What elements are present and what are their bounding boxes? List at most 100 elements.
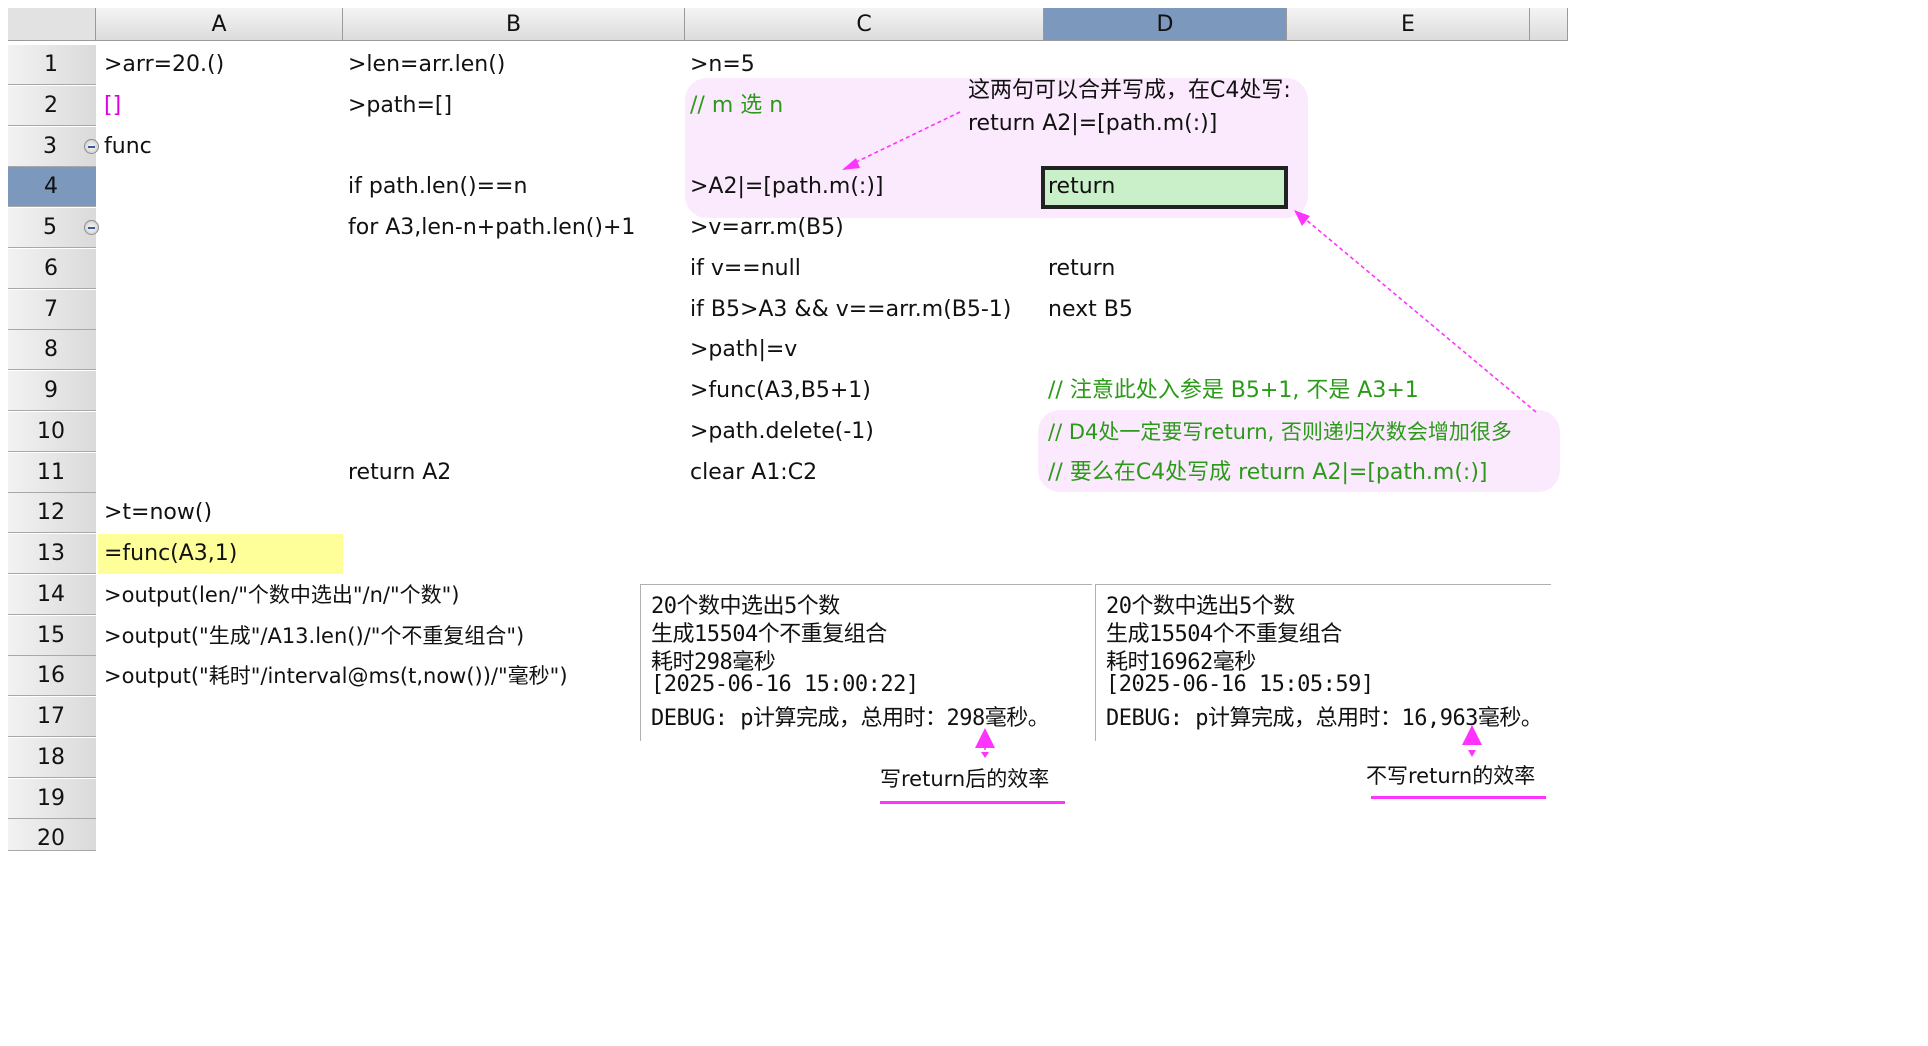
row-number: 16: [37, 663, 65, 688]
output-line: 耗时16962毫秒: [1106, 650, 1256, 675]
output-line: 20个数中选出5个数: [651, 594, 840, 619]
collapse-icon[interactable]: [84, 220, 99, 235]
column-header-e[interactable]: E: [1287, 8, 1530, 41]
output-line: 20个数中选出5个数: [1106, 594, 1295, 619]
row-header-4[interactable]: 4: [8, 167, 96, 207]
cell-a15[interactable]: >output("生成"/A13.len()/"个不重复组合"): [104, 624, 525, 648]
row-number: 19: [37, 786, 65, 811]
select-all-corner[interactable]: [8, 8, 96, 41]
cell-c2[interactable]: // m 选 n: [690, 93, 784, 118]
row-number: 8: [44, 337, 58, 362]
output-line: [2025-06-16 15:05:59]: [1106, 672, 1374, 697]
row-header-16[interactable]: 16: [8, 656, 96, 696]
cell-c5[interactable]: >v=arr.m(B5): [690, 215, 844, 240]
row-header-10[interactable]: 10: [8, 412, 96, 452]
column-header-f[interactable]: [1530, 8, 1568, 41]
output-line: 生成15504个不重复组合: [1106, 622, 1342, 647]
spreadsheet-grid: A B C D E 1 2 3 4 5 6 7 8 9 10 11 12 13 …: [8, 8, 1568, 851]
row-number: 15: [37, 623, 65, 648]
cell-b5[interactable]: for A3,len-n+path.len()+1: [348, 215, 636, 240]
row-header-18[interactable]: 18: [8, 738, 96, 778]
row-number: 1: [44, 52, 58, 77]
row-number: 4: [44, 174, 58, 199]
note-line-1: 这两句可以合并写成，在C4处写:: [968, 78, 1291, 103]
cell-c8[interactable]: >path|=v: [690, 337, 798, 362]
caption-without-return: 不写return的效率: [1366, 764, 1536, 788]
row-header-7[interactable]: 7: [8, 290, 96, 330]
row-header-3[interactable]: 3: [8, 127, 99, 167]
row-number: 13: [37, 541, 65, 566]
row-number: 20: [37, 826, 65, 851]
output-line: [2025-06-16 15:00:22]: [651, 672, 919, 697]
cell-d4[interactable]: return: [1048, 174, 1116, 199]
row-header-19[interactable]: 19: [8, 779, 96, 819]
row-header-12[interactable]: 12: [8, 493, 96, 533]
output-line: DEBUG: p计算完成，总用时：16,963毫秒。: [1106, 706, 1543, 731]
row-number: 6: [44, 256, 58, 281]
cell-d9[interactable]: // 注意此处入参是 B5+1, 不是 A3+1: [1048, 378, 1419, 403]
cell-c10[interactable]: >path.delete(-1): [690, 419, 874, 444]
note-line-2: return A2|=[path.m(:)]: [968, 111, 1218, 136]
cell-a2[interactable]: []: [104, 93, 122, 118]
row-number: 7: [44, 297, 58, 322]
cell-c4[interactable]: >A2|=[path.m(:)]: [690, 174, 884, 199]
caption-underline: [880, 801, 1065, 804]
cell-a13[interactable]: =func(A3,1): [104, 541, 238, 566]
cell-b4[interactable]: if path.len()==n: [348, 174, 528, 199]
row-header-13[interactable]: 13: [8, 534, 96, 574]
row-header-20[interactable]: 20: [8, 819, 96, 851]
active-cell-d4[interactable]: [1041, 166, 1288, 209]
column-header-b[interactable]: B: [343, 8, 685, 41]
row-number: 14: [37, 582, 65, 607]
caption-with-return: 写return后的效率: [880, 767, 1050, 791]
row-header-6[interactable]: 6: [8, 249, 96, 289]
result-cell-highlight: [98, 534, 343, 574]
column-header-d[interactable]: D: [1044, 8, 1287, 41]
comment-highlight-region: [1038, 410, 1560, 492]
cell-d7[interactable]: next B5: [1048, 297, 1133, 322]
row-number: 2: [44, 93, 58, 118]
cell-d10[interactable]: // D4处一定要写return, 否则递归次数会增加很多: [1048, 420, 1512, 444]
row-header-1[interactable]: 1: [8, 45, 96, 85]
row-header-2[interactable]: 2: [8, 86, 96, 126]
output-line: DEBUG: p计算完成，总用时：298毫秒。: [651, 706, 1050, 731]
row-number: 11: [37, 460, 65, 485]
cell-c11[interactable]: clear A1:C2: [690, 460, 818, 485]
row-header-5[interactable]: 5: [8, 208, 99, 248]
row-header-11[interactable]: 11: [8, 453, 96, 493]
cell-c9[interactable]: >func(A3,B5+1): [690, 378, 871, 403]
row-header-15[interactable]: 15: [8, 616, 96, 656]
row-header-17[interactable]: 17: [8, 697, 96, 737]
cell-c1[interactable]: >n=5: [690, 52, 755, 77]
cell-b2[interactable]: >path=[]: [348, 93, 453, 118]
row-number: 5: [43, 215, 57, 240]
cell-a3[interactable]: func: [104, 134, 152, 159]
row-header-8[interactable]: 8: [8, 330, 96, 370]
cell-a14[interactable]: >output(len/"个数中选出"/n/"个数"): [104, 583, 460, 607]
output-panel-without-return: 20个数中选出5个数 生成15504个不重复组合 耗时16962毫秒 [2025…: [1095, 584, 1551, 741]
cell-d6[interactable]: return: [1048, 256, 1116, 281]
cell-c6[interactable]: if v==null: [690, 256, 801, 281]
row-header-14[interactable]: 14: [8, 575, 96, 615]
cell-a1[interactable]: >arr=20.(): [104, 52, 225, 77]
column-header-a[interactable]: A: [96, 8, 343, 41]
collapse-icon[interactable]: [84, 139, 99, 154]
output-line: 耗时298毫秒: [651, 650, 776, 675]
output-panel-with-return: 20个数中选出5个数 生成15504个不重复组合 耗时298毫秒 [2025-0…: [640, 584, 1092, 741]
arrowhead-icon: [981, 752, 989, 758]
cell-c7[interactable]: if B5>A3 && v==arr.m(B5-1): [690, 297, 1012, 322]
row-number: 12: [37, 500, 65, 525]
row-number: 18: [37, 745, 65, 770]
cell-a16[interactable]: >output("耗时"/interval@ms(t,now())/"毫秒"): [104, 664, 568, 688]
cell-a12[interactable]: >t=now(): [104, 500, 213, 525]
cell-d11[interactable]: // 要么在C4处写成 return A2|=[path.m(:)]: [1048, 460, 1488, 485]
output-line: 生成15504个不重复组合: [651, 622, 887, 647]
row-number: 9: [44, 378, 58, 403]
column-header-c[interactable]: C: [685, 8, 1044, 41]
arrowhead-icon: [1468, 750, 1476, 757]
row-number: 17: [37, 704, 65, 729]
row-number: 3: [43, 134, 57, 159]
row-header-9[interactable]: 9: [8, 371, 96, 411]
cell-b1[interactable]: >len=arr.len(): [348, 52, 506, 77]
cell-b11[interactable]: return A2: [348, 460, 452, 485]
